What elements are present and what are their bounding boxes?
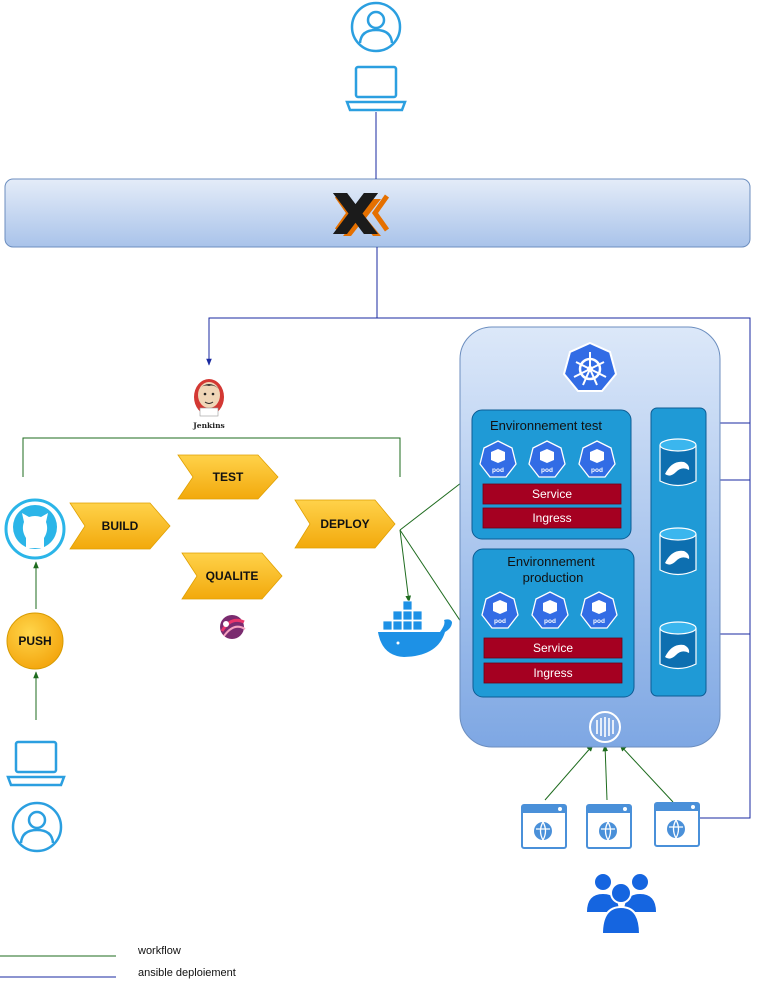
env-prod-title-line1: Environnement (507, 554, 595, 569)
env-test-title: Environnement test (490, 418, 602, 433)
mysql-database-icon (659, 527, 697, 576)
kubernetes-icon (562, 341, 618, 392)
env-test-service-label: Service (532, 487, 572, 501)
svg-text:pod: pod (492, 467, 504, 474)
top-laptop-icon (345, 65, 407, 112)
workflow-connectors (22, 437, 674, 803)
env-prod-ingress-label: Ingress (533, 666, 572, 680)
bottom-laptop-icon (6, 740, 66, 787)
web-client-icon (521, 804, 567, 849)
svg-text:pod: pod (494, 618, 506, 625)
proxmox-to-jenkins (206, 247, 378, 366)
ingress-controller-icon (589, 711, 621, 743)
pod-icon: pod (580, 591, 618, 629)
env-prod-title-line2: production (523, 570, 584, 585)
test-step (177, 454, 279, 500)
env-test-ingress (482, 507, 622, 529)
build-step (69, 502, 171, 550)
env-test-ingress-label: Ingress (532, 511, 571, 525)
github-icon (4, 498, 66, 560)
svg-text:pod: pod (544, 618, 556, 625)
deploy-to-env-test (399, 475, 471, 531)
proxmox-logo-icon (333, 193, 390, 236)
users-group-icon (587, 874, 656, 935)
qualite-step (181, 552, 283, 600)
web2-to-ingress (602, 744, 609, 801)
code-quality-icon (220, 615, 246, 639)
top-user-icon (350, 1, 402, 53)
env-prod-ingress (483, 662, 623, 684)
svg-text:pod: pod (541, 467, 553, 474)
push-label: PUSH (18, 634, 51, 648)
jenkins-icon (194, 379, 224, 417)
jenkins-label: Jenkins (192, 421, 225, 430)
web3-to-ingress (619, 744, 674, 803)
env-prod-service (483, 637, 623, 659)
mysql-database-icon (659, 438, 697, 487)
pod-icon: pod (528, 440, 566, 478)
legend-workflow-label: workflow (137, 945, 181, 957)
deploy-step (294, 499, 396, 549)
deploy-label: DEPLOY (320, 517, 369, 531)
web-client-icon (586, 804, 632, 849)
legend-ansible-label: ansible deploiement (138, 967, 236, 979)
web-client-icon (654, 802, 700, 847)
env-prod-pods: pod pod pod (481, 591, 618, 629)
pod-icon: pod (578, 440, 616, 478)
proxmox-to-right-rail (377, 317, 751, 821)
deploy-to-env-prod (399, 529, 472, 638)
env-test-pods: pod pod pod (479, 440, 616, 478)
pod-icon: pod (481, 591, 519, 629)
bottom-user-icon (11, 801, 63, 853)
web1-to-ingress (544, 744, 594, 801)
github-to-deploy-bracket (22, 437, 401, 477)
deploy-to-docker (399, 529, 411, 603)
docker-icon (378, 600, 452, 657)
svg-text:pod: pod (593, 618, 605, 625)
build-label: BUILD (102, 519, 139, 533)
svg-text:pod: pod (591, 467, 603, 474)
env-prod-service-label: Service (533, 641, 573, 655)
test-label: TEST (213, 470, 244, 484)
env-test-service (482, 483, 622, 505)
qualite-label: QUALITE (206, 569, 259, 583)
mysql-database-icon (659, 621, 697, 670)
pod-icon: pod (531, 591, 569, 629)
pod-icon: pod (479, 440, 517, 478)
push-node (6, 612, 64, 670)
